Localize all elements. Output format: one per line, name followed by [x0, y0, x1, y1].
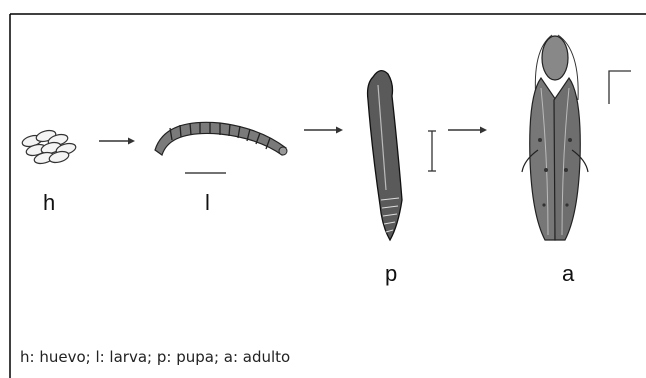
stage-label-a: a [562, 263, 574, 285]
arrow-larva-to-pupa [304, 127, 343, 134]
pupa-scale-bar [428, 131, 436, 171]
stage-label-h: h [43, 192, 55, 214]
egg-cluster-icon [21, 129, 77, 166]
larva-icon [155, 122, 287, 155]
arrow-egg-to-larva [99, 138, 135, 145]
stage-label-l: l [205, 192, 210, 214]
adult-scale-bar [609, 71, 631, 104]
stage-label-p: p [385, 263, 397, 285]
adult-moth-icon [522, 35, 588, 240]
pupa-icon [368, 71, 402, 240]
arrow-pupa-to-adult [448, 127, 487, 134]
diagram-caption: h: huevo; l: larva; p: pupa; a: adulto [20, 348, 290, 366]
